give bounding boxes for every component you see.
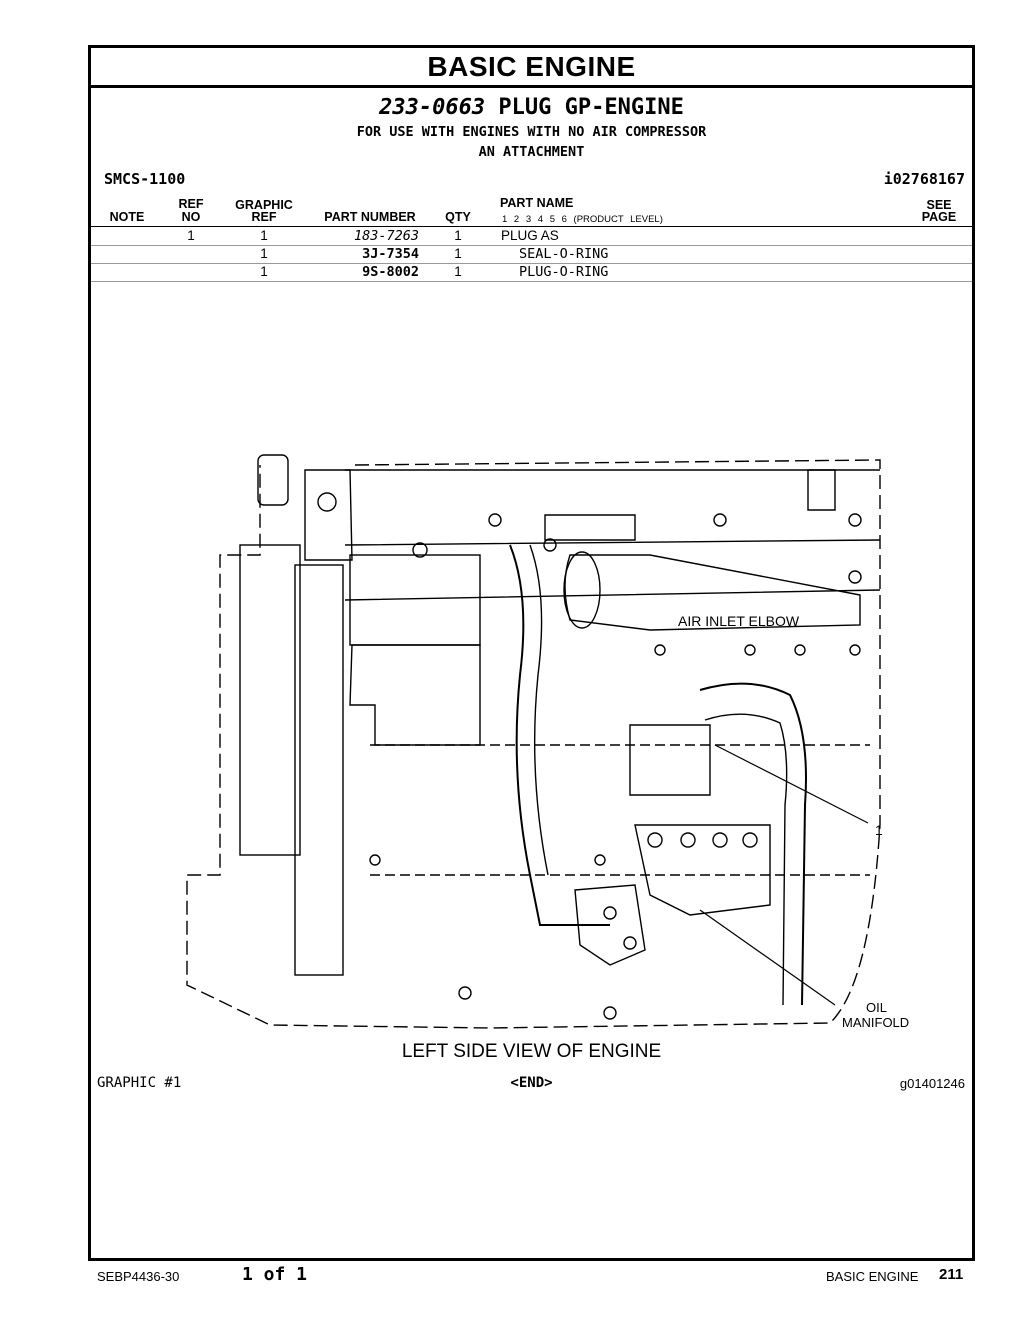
head-bolts	[369, 513, 862, 866]
usage-line-2: AN ATTACHMENT	[478, 144, 585, 160]
group-part-number[interactable]: 233-0663	[379, 95, 486, 120]
row-divider	[91, 263, 972, 264]
sensor-top	[807, 469, 836, 511]
breather-tube-edge	[704, 713, 788, 1006]
leader-1	[714, 744, 869, 824]
group-name: PLUG GP-ENGINE	[498, 95, 684, 120]
oil-manifold	[634, 824, 771, 916]
hose-edge	[529, 544, 549, 876]
row1-ref-no: 1	[187, 228, 195, 243]
col-part-number: PART NUMBER	[324, 210, 416, 224]
col-qty: QTY	[445, 210, 471, 224]
timing-housing	[294, 564, 344, 976]
row2-part-number[interactable]: 3J-7354	[362, 246, 419, 262]
breather-body	[629, 724, 711, 796]
hose	[509, 544, 610, 926]
lift-eye	[257, 454, 289, 506]
front-cover	[239, 544, 301, 856]
row3-qty: 1	[454, 264, 462, 279]
row1-graphic-ref: 1	[260, 228, 268, 243]
col-note: NOTE	[109, 210, 145, 224]
col-part-name: PART NAME	[500, 196, 574, 210]
col-graphic-ref-1: GRAPHIC	[235, 198, 293, 212]
sensor-fitting	[544, 514, 636, 541]
row2-qty: 1	[454, 246, 462, 261]
col-product-levels: 1 2 3 4 5 6 (PRODUCT LEVEL)	[502, 214, 663, 225]
row2-graphic-ref: 1	[260, 246, 268, 261]
leader-oil-manifold	[699, 909, 836, 1006]
air-inlet-cap	[563, 551, 601, 629]
smcs-code: SMCS-1100	[104, 170, 186, 188]
section-title-band: BASIC ENGINE	[91, 48, 972, 88]
engine-outline	[186, 459, 881, 1029]
usage-line-1: FOR USE WITH ENGINES WITH NO AIR COMPRES…	[356, 124, 707, 140]
bracket-hole	[317, 492, 337, 512]
label-callout-1: 1	[875, 822, 883, 838]
footer-page-of: 1 of 1	[242, 1264, 308, 1285]
row3-part-number[interactable]: 9S-8002	[362, 264, 419, 280]
table-header-rule	[91, 226, 972, 227]
graphic-number: GRAPHIC #1	[97, 1075, 182, 1091]
col-ref-no-2: NO	[181, 210, 201, 224]
footer-doc-number: SEBP4436-30	[97, 1269, 180, 1284]
label-air-inlet-elbow: AIR INLET ELBOW	[678, 613, 800, 629]
head-lines	[344, 469, 881, 601]
row-divider	[91, 281, 972, 282]
cast-boss	[349, 644, 481, 746]
row2-part-name: SEAL-O-RING	[519, 246, 609, 262]
mount-plate	[574, 884, 646, 966]
col-ref-no-1: REF	[178, 197, 204, 211]
doc-id: i02768167	[883, 170, 965, 188]
label-manifold: MANIFOLD	[842, 1015, 909, 1030]
block-lines	[370, 744, 870, 876]
graphic-id: g01401246	[899, 1076, 965, 1091]
row1-part-name: PLUG AS	[501, 228, 559, 243]
figure-caption: LEFT SIDE VIEW OF ENGINE	[401, 1041, 662, 1062]
page-frame: BASIC ENGINE 233-0663 PLUG GP-ENGINE FOR…	[88, 45, 975, 1261]
footer-section: BASIC ENGINE	[826, 1269, 919, 1284]
row3-part-name: PLUG-O-RING	[519, 264, 609, 280]
breather-tube	[699, 682, 807, 1006]
footer-page-number: 211	[939, 1266, 964, 1283]
col-graphic-ref-2: REF	[251, 210, 277, 224]
manifold-bolts	[647, 832, 758, 848]
col-see-page-1: SEE	[926, 198, 952, 212]
air-inlet-elbow	[564, 554, 861, 631]
row1-part-number[interactable]: 183-7263	[353, 228, 419, 244]
row-divider	[91, 245, 972, 246]
row1-qty: 1	[454, 228, 462, 243]
section-title: BASIC ENGINE	[427, 51, 636, 82]
col-see-page-2: PAGE	[921, 210, 957, 224]
bracket	[304, 469, 353, 561]
label-oil: OIL	[866, 1000, 887, 1015]
engine-illustration: AIR INLET ELBOW 1 OIL MANIFOLD	[186, 454, 909, 1030]
end-tag: <END>	[510, 1075, 553, 1091]
row3-graphic-ref: 1	[260, 264, 268, 279]
group-title: 233-0663 PLUG GP-ENGINE	[91, 95, 972, 120]
